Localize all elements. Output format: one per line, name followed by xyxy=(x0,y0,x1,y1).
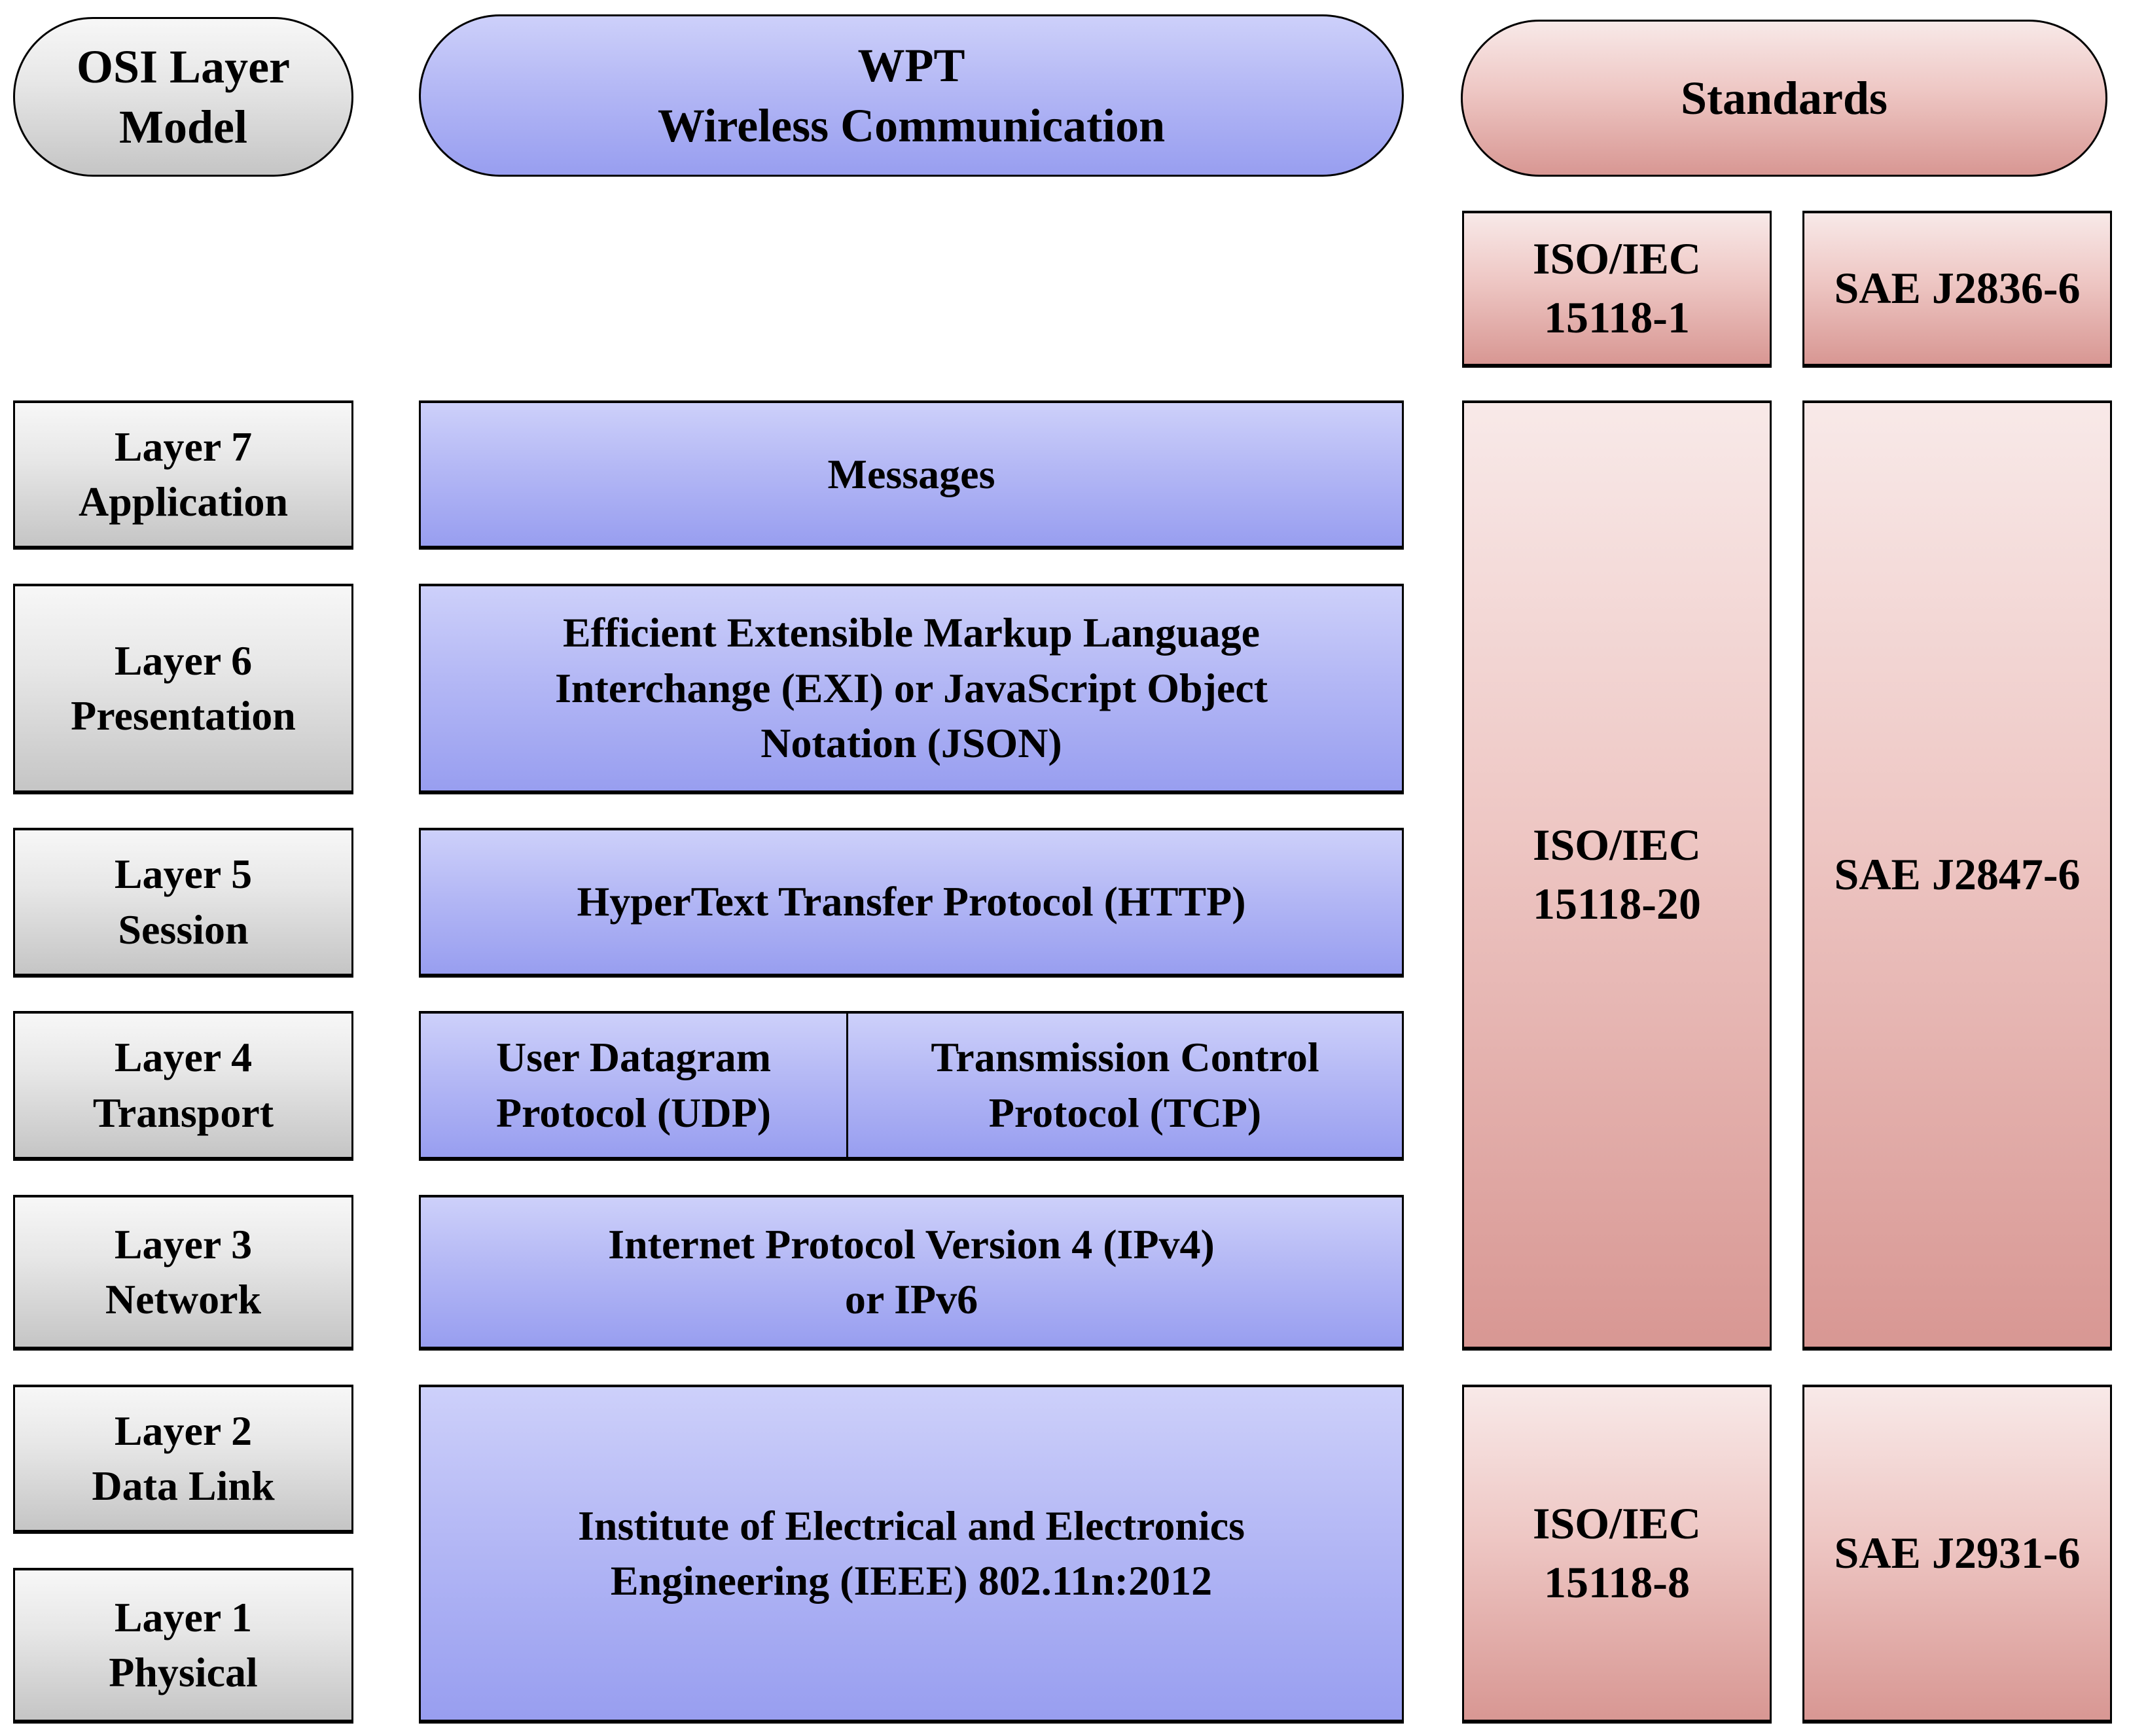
transport-cells: User Datagram Protocol (UDP) Transmissio… xyxy=(421,1014,1402,1157)
layer-6-presentation-box: Layer 6 Presentation xyxy=(13,584,353,794)
layer-2-data-link-label: Layer 2 Data Link xyxy=(92,1407,275,1509)
standards-pill: Standards xyxy=(1461,20,2107,177)
exi-json-label: Efficient Extensible Markup Language Int… xyxy=(554,609,1268,767)
layer-6-presentation-label: Layer 6 Presentation xyxy=(71,637,296,739)
standard-sae-j2836-6-box: SAE J2836-6 xyxy=(1802,211,2112,368)
standard-sae-j2931-6-label: SAE J2931-6 xyxy=(1834,1528,2081,1578)
layer-1-physical-label: Layer 1 Physical xyxy=(109,1593,258,1695)
udp-cell: User Datagram Protocol (UDP) xyxy=(421,1014,846,1157)
standard-iso-15118-8-box: ISO/IEC 15118-8 xyxy=(1462,1385,1772,1724)
osi-layer-model-pill: OSI Layer Model xyxy=(13,17,353,177)
standard-iso-15118-1-label: ISO/IEC 15118-1 xyxy=(1533,234,1701,342)
standard-sae-j2847-6-label: SAE J2847-6 xyxy=(1834,849,2081,900)
exi-json-box: Efficient Extensible Markup Language Int… xyxy=(419,584,1404,794)
standards-label: Standards xyxy=(1680,71,1888,124)
standard-iso-15118-20-box: ISO/IEC 15118-20 xyxy=(1462,400,1772,1351)
tcp-cell: Transmission Control Protocol (TCP) xyxy=(846,1014,1402,1157)
messages-label: Messages xyxy=(827,450,995,497)
standard-sae-j2847-6-box: SAE J2847-6 xyxy=(1802,400,2112,1351)
layer-3-network-label: Layer 3 Network xyxy=(105,1220,262,1322)
ipv4-ipv6-label: Internet Protocol Version 4 (IPv4) or IP… xyxy=(608,1220,1215,1322)
standard-sae-j2836-6-label: SAE J2836-6 xyxy=(1834,263,2081,313)
layer-2-data-link-box: Layer 2 Data Link xyxy=(13,1385,353,1534)
http-label: HyperText Transfer Protocol (HTTP) xyxy=(577,878,1246,925)
osi-layer-model-label: OSI Layer Model xyxy=(76,40,290,153)
messages-box: Messages xyxy=(419,400,1404,550)
ipv4-ipv6-box: Internet Protocol Version 4 (IPv4) or IP… xyxy=(419,1195,1404,1351)
wpt-wireless-communication-label: WPT Wireless Communication xyxy=(657,39,1166,152)
http-box: HyperText Transfer Protocol (HTTP) xyxy=(419,828,1404,978)
layer-5-session-label: Layer 5 Session xyxy=(114,851,253,953)
standard-sae-j2931-6-box: SAE J2931-6 xyxy=(1802,1385,2112,1724)
layer-3-network-box: Layer 3 Network xyxy=(13,1195,353,1351)
layer-7-application-label: Layer 7 Application xyxy=(78,423,289,525)
layer-4-transport-box: Layer 4 Transport xyxy=(13,1011,353,1161)
layer-4-transport-label: Layer 4 Transport xyxy=(92,1034,274,1136)
standard-iso-15118-20-label: ISO/IEC 15118-20 xyxy=(1533,820,1701,929)
layer-7-application-box: Layer 7 Application xyxy=(13,400,353,550)
standard-iso-15118-1-box: ISO/IEC 15118-1 xyxy=(1462,211,1772,368)
layer-5-session-box: Layer 5 Session xyxy=(13,828,353,978)
udp-tcp-box: User Datagram Protocol (UDP) Transmissio… xyxy=(419,1011,1404,1161)
ieee-80211n-label: Institute of Electrical and Electronics … xyxy=(577,1502,1245,1604)
udp-label: User Datagram Protocol (UDP) xyxy=(495,1034,772,1136)
standard-iso-15118-8-label: ISO/IEC 15118-8 xyxy=(1533,1498,1701,1607)
ieee-80211n-box: Institute of Electrical and Electronics … xyxy=(419,1385,1404,1724)
wpt-wireless-communication-pill: WPT Wireless Communication xyxy=(419,14,1404,177)
layer-1-physical-box: Layer 1 Physical xyxy=(13,1568,353,1724)
tcp-label: Transmission Control Protocol (TCP) xyxy=(931,1034,1319,1136)
